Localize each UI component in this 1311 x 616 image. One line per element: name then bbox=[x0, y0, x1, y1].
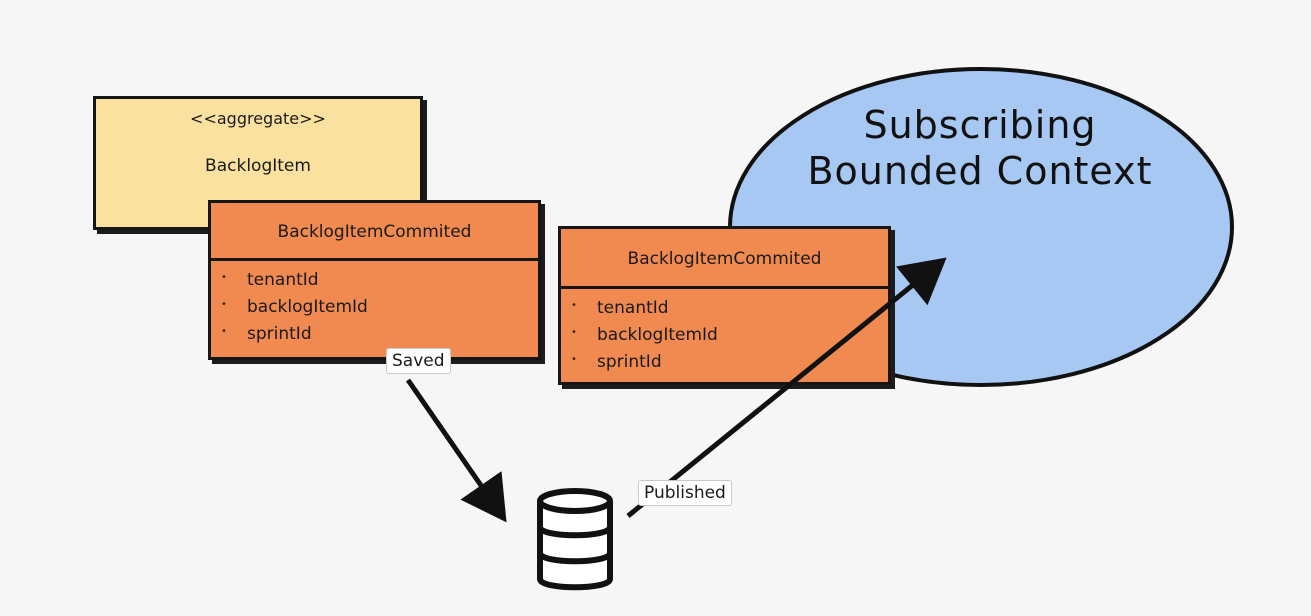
published-label: Published bbox=[638, 480, 732, 506]
aggregate-stereotype: <<aggregate>> bbox=[190, 109, 326, 128]
event-field: backlogItemId bbox=[221, 291, 538, 321]
event-field: sprintId bbox=[221, 318, 538, 348]
saved-label: Saved bbox=[386, 348, 451, 374]
bounded-context-title: Subscribing Bounded Context bbox=[807, 103, 1153, 193]
saved-arrow bbox=[405, 378, 507, 523]
aggregate-name: BacklogItem bbox=[205, 156, 311, 176]
event-field-list: tenantId backlogItemId sprintId bbox=[561, 289, 888, 376]
database-icon[interactable] bbox=[535, 487, 615, 593]
event-title: BacklogItemCommited bbox=[561, 229, 888, 289]
event-box-saved[interactable]: BacklogItemCommited tenantId backlogItem… bbox=[208, 200, 541, 360]
event-box-published[interactable]: BacklogItemCommited tenantId backlogItem… bbox=[558, 226, 891, 385]
event-field: tenantId bbox=[571, 292, 888, 322]
event-field-list: tenantId backlogItemId sprintId bbox=[211, 261, 538, 348]
event-field: sprintId bbox=[571, 346, 888, 376]
event-title: BacklogItemCommited bbox=[211, 203, 538, 261]
event-field: backlogItemId bbox=[571, 319, 888, 349]
event-field: tenantId bbox=[221, 264, 538, 294]
